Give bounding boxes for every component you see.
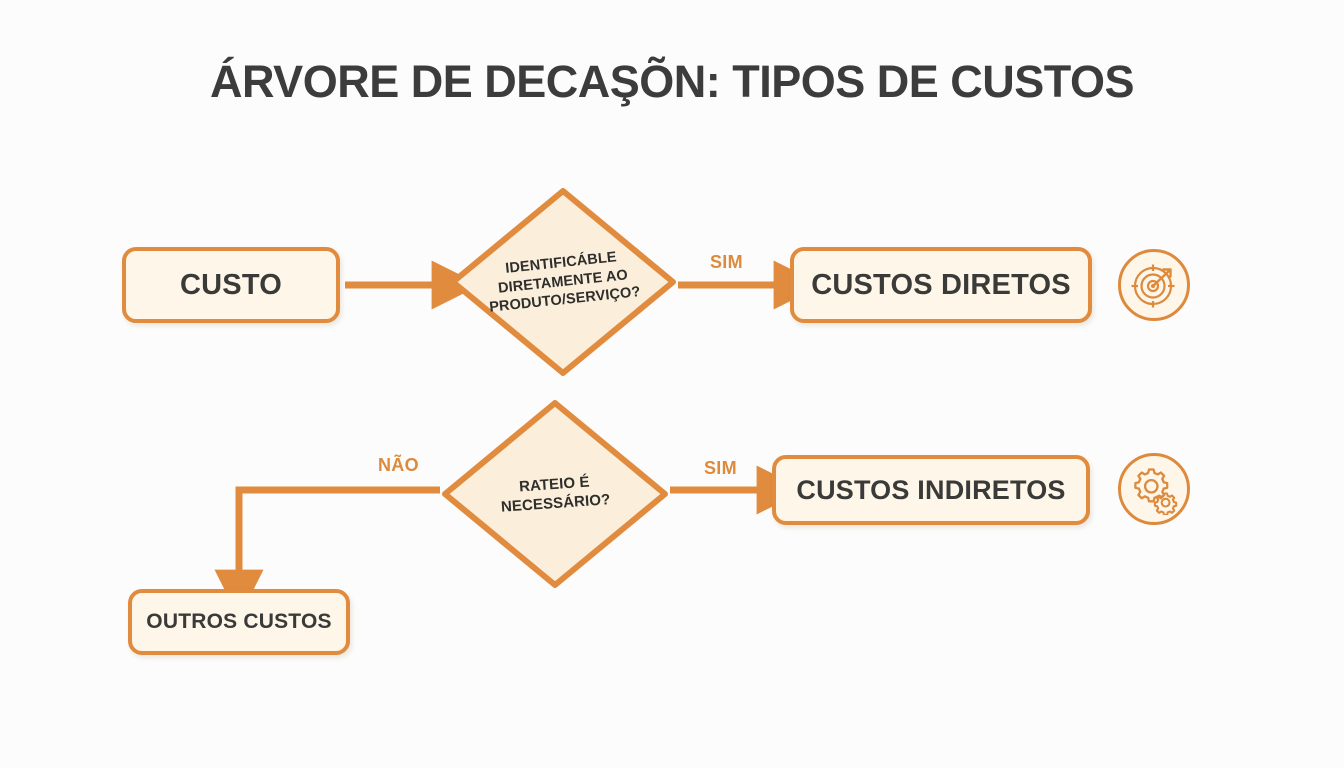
node-outros-custos[interactable]: OUTROS CUSTOS <box>128 589 350 655</box>
edge-label-sim-diretos: SIM <box>710 252 743 272</box>
node-outros-custos-label: OUTROS CUSTOS <box>146 610 332 633</box>
decision-rateio-text: RATEIO É NECESSÁRIO? <box>434 390 677 598</box>
node-custo-label: CUSTO <box>180 268 282 301</box>
decision-identificavel-text: IDENTIFICÁBLE DIRETAMENTE AO PRODUTO/SER… <box>439 175 688 390</box>
decision-rateio[interactable]: RATEIO É NECESSÁRIO? <box>440 398 670 590</box>
node-custos-indiretos-label: CUSTOS INDIRETOS <box>796 474 1066 505</box>
edge-label-nao: NÃO <box>378 455 419 475</box>
target-icon-glyph <box>1131 264 1175 308</box>
diamond-shape-2 <box>442 400 668 588</box>
node-custos-diretos-label: CUSTOS DIRETOS <box>811 268 1071 301</box>
decision2-line2: NECESSÁRIO? <box>500 491 611 516</box>
page-title: ÁRVORE DE DECAŞÕN: TIPOS DE CUSTOS <box>210 56 1134 107</box>
target-icon <box>1118 249 1190 321</box>
node-custo[interactable]: CUSTO <box>122 247 340 323</box>
node-custos-indiretos[interactable]: CUSTOS INDIRETOS <box>772 455 1090 525</box>
node-custos-diretos[interactable]: CUSTOS DIRETOS <box>790 247 1092 323</box>
gears-icon <box>1118 453 1190 525</box>
gears-icon-glyph <box>1134 468 1178 515</box>
edge-decision2-to-outros <box>214 486 440 619</box>
edge-label-sim-indiretos: SIM <box>704 458 737 478</box>
diamond-shape-1 <box>450 188 676 376</box>
decision-identificavel[interactable]: IDENTIFICÁBLE DIRETAMENTE AO PRODUTO/SER… <box>448 186 678 378</box>
